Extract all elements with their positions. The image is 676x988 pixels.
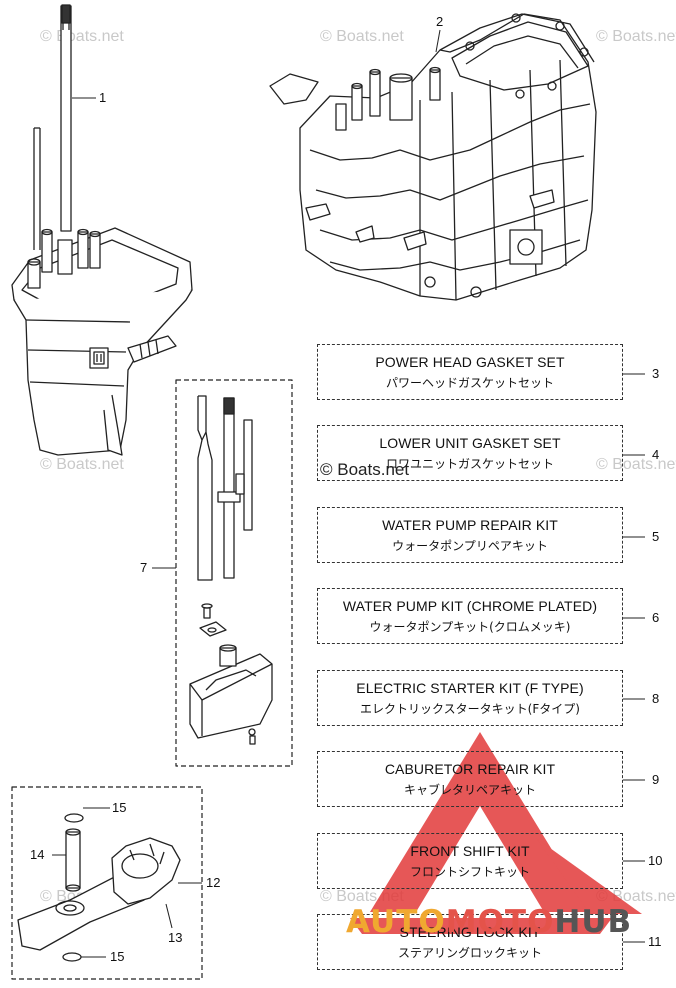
kit-number: 5 [652, 529, 660, 544]
kit-number: 3 [652, 366, 660, 381]
group-12-outline [11, 786, 203, 980]
part-number-12: 12 [206, 875, 221, 890]
kit-title-jp: エレクトリックスタータキット(Fタイプ) [360, 702, 580, 716]
steering-lock-drawing [17, 813, 181, 962]
watermark: © Boats.net [596, 28, 676, 45]
kit-number: 8 [652, 691, 660, 706]
part-number-14: 14 [30, 847, 45, 862]
kit-title: WATER PUMP REPAIR KIT [382, 517, 558, 533]
kit-title: CABURETOR REPAIR KIT [384, 761, 556, 777]
kit-number: 9 [652, 772, 660, 787]
lower-unit-drawing [11, 4, 193, 456]
kit-title-jp: ロワユニットガスケットセット [385, 457, 554, 471]
kit-title: ELECTRIC STARTER KIT (F TYPE) [356, 680, 584, 696]
watermark: © Boats.net [320, 28, 404, 45]
kit-box-lower-unit-gasket: LOWER UNIT GASKET SET ロワユニットガスケットセット [317, 425, 623, 481]
watermark: © Boats.net [596, 456, 676, 473]
part-number-1: 1 [99, 90, 107, 105]
brand-part-hub: HUB [554, 904, 633, 940]
brand-part-auto: AUTO [346, 904, 446, 940]
kit-box-water-pump-chrome: WATER PUMP KIT (CHROME PLATED) ウォータポンプキッ… [317, 588, 623, 644]
kit-title-jp: フロントシフトキット [409, 865, 530, 879]
kit-box-power-head-gasket: POWER HEAD GASKET SET パワーヘッドガスケットセット [317, 344, 623, 400]
kit-number: 11 [648, 934, 662, 949]
kit-box-front-shift: FRONT SHIFT KIT フロントシフトキット [317, 833, 623, 889]
kit-box-electric-starter: ELECTRIC STARTER KIT (F TYPE) エレクトリックスター… [317, 670, 623, 726]
kit-title-jp: ステアリングロックキット [397, 946, 542, 960]
part-number-15: 15 [112, 800, 127, 815]
kit-number: 10 [648, 853, 663, 868]
kit-number: 4 [652, 447, 660, 462]
center-watermark: © Boats.net [320, 460, 410, 479]
part-number-13: 13 [168, 930, 183, 945]
part-number-2: 2 [436, 14, 444, 29]
group-7-outline [175, 379, 293, 767]
kit-title-jp: ウォータポンプキット(クロムメッキ) [369, 620, 571, 634]
kit-title-jp: パワーヘッドガスケットセット [385, 376, 554, 390]
kit-box-steering-lock: STEERING LOCK KIT ステアリングロックキット [317, 914, 623, 970]
powerhead-drawing [269, 13, 597, 301]
brand-part-moto: MOTO [445, 904, 555, 940]
part-number-15: 15 [110, 949, 125, 964]
part-number-7: 7 [140, 560, 148, 575]
brand-wordmark: AUTOMOTOHUB [346, 904, 632, 940]
kit-title-jp: ウォータポンプリペアキット [392, 539, 548, 553]
brand-triangle-logo [350, 732, 642, 934]
watermark: © Boats.net [40, 456, 124, 473]
kit-title: FRONT SHIFT KIT [410, 843, 530, 859]
kit-number: 6 [652, 610, 660, 625]
kit-box-caburetor-repair: CABURETOR REPAIR KIT キャブレタリペアキット [317, 751, 623, 807]
water-pump-kit-drawing [189, 395, 273, 745]
kit-title: STEERING LOCK KIT [399, 924, 541, 940]
kit-title: WATER PUMP KIT (CHROME PLATED) [342, 598, 598, 614]
kit-box-water-pump-repair: WATER PUMP REPAIR KIT ウォータポンプリペアキット [317, 507, 623, 563]
kit-title: POWER HEAD GASKET SET [375, 354, 565, 370]
kit-title-jp: キャブレタリペアキット [403, 783, 536, 797]
kit-title: LOWER UNIT GASKET SET [379, 435, 561, 451]
